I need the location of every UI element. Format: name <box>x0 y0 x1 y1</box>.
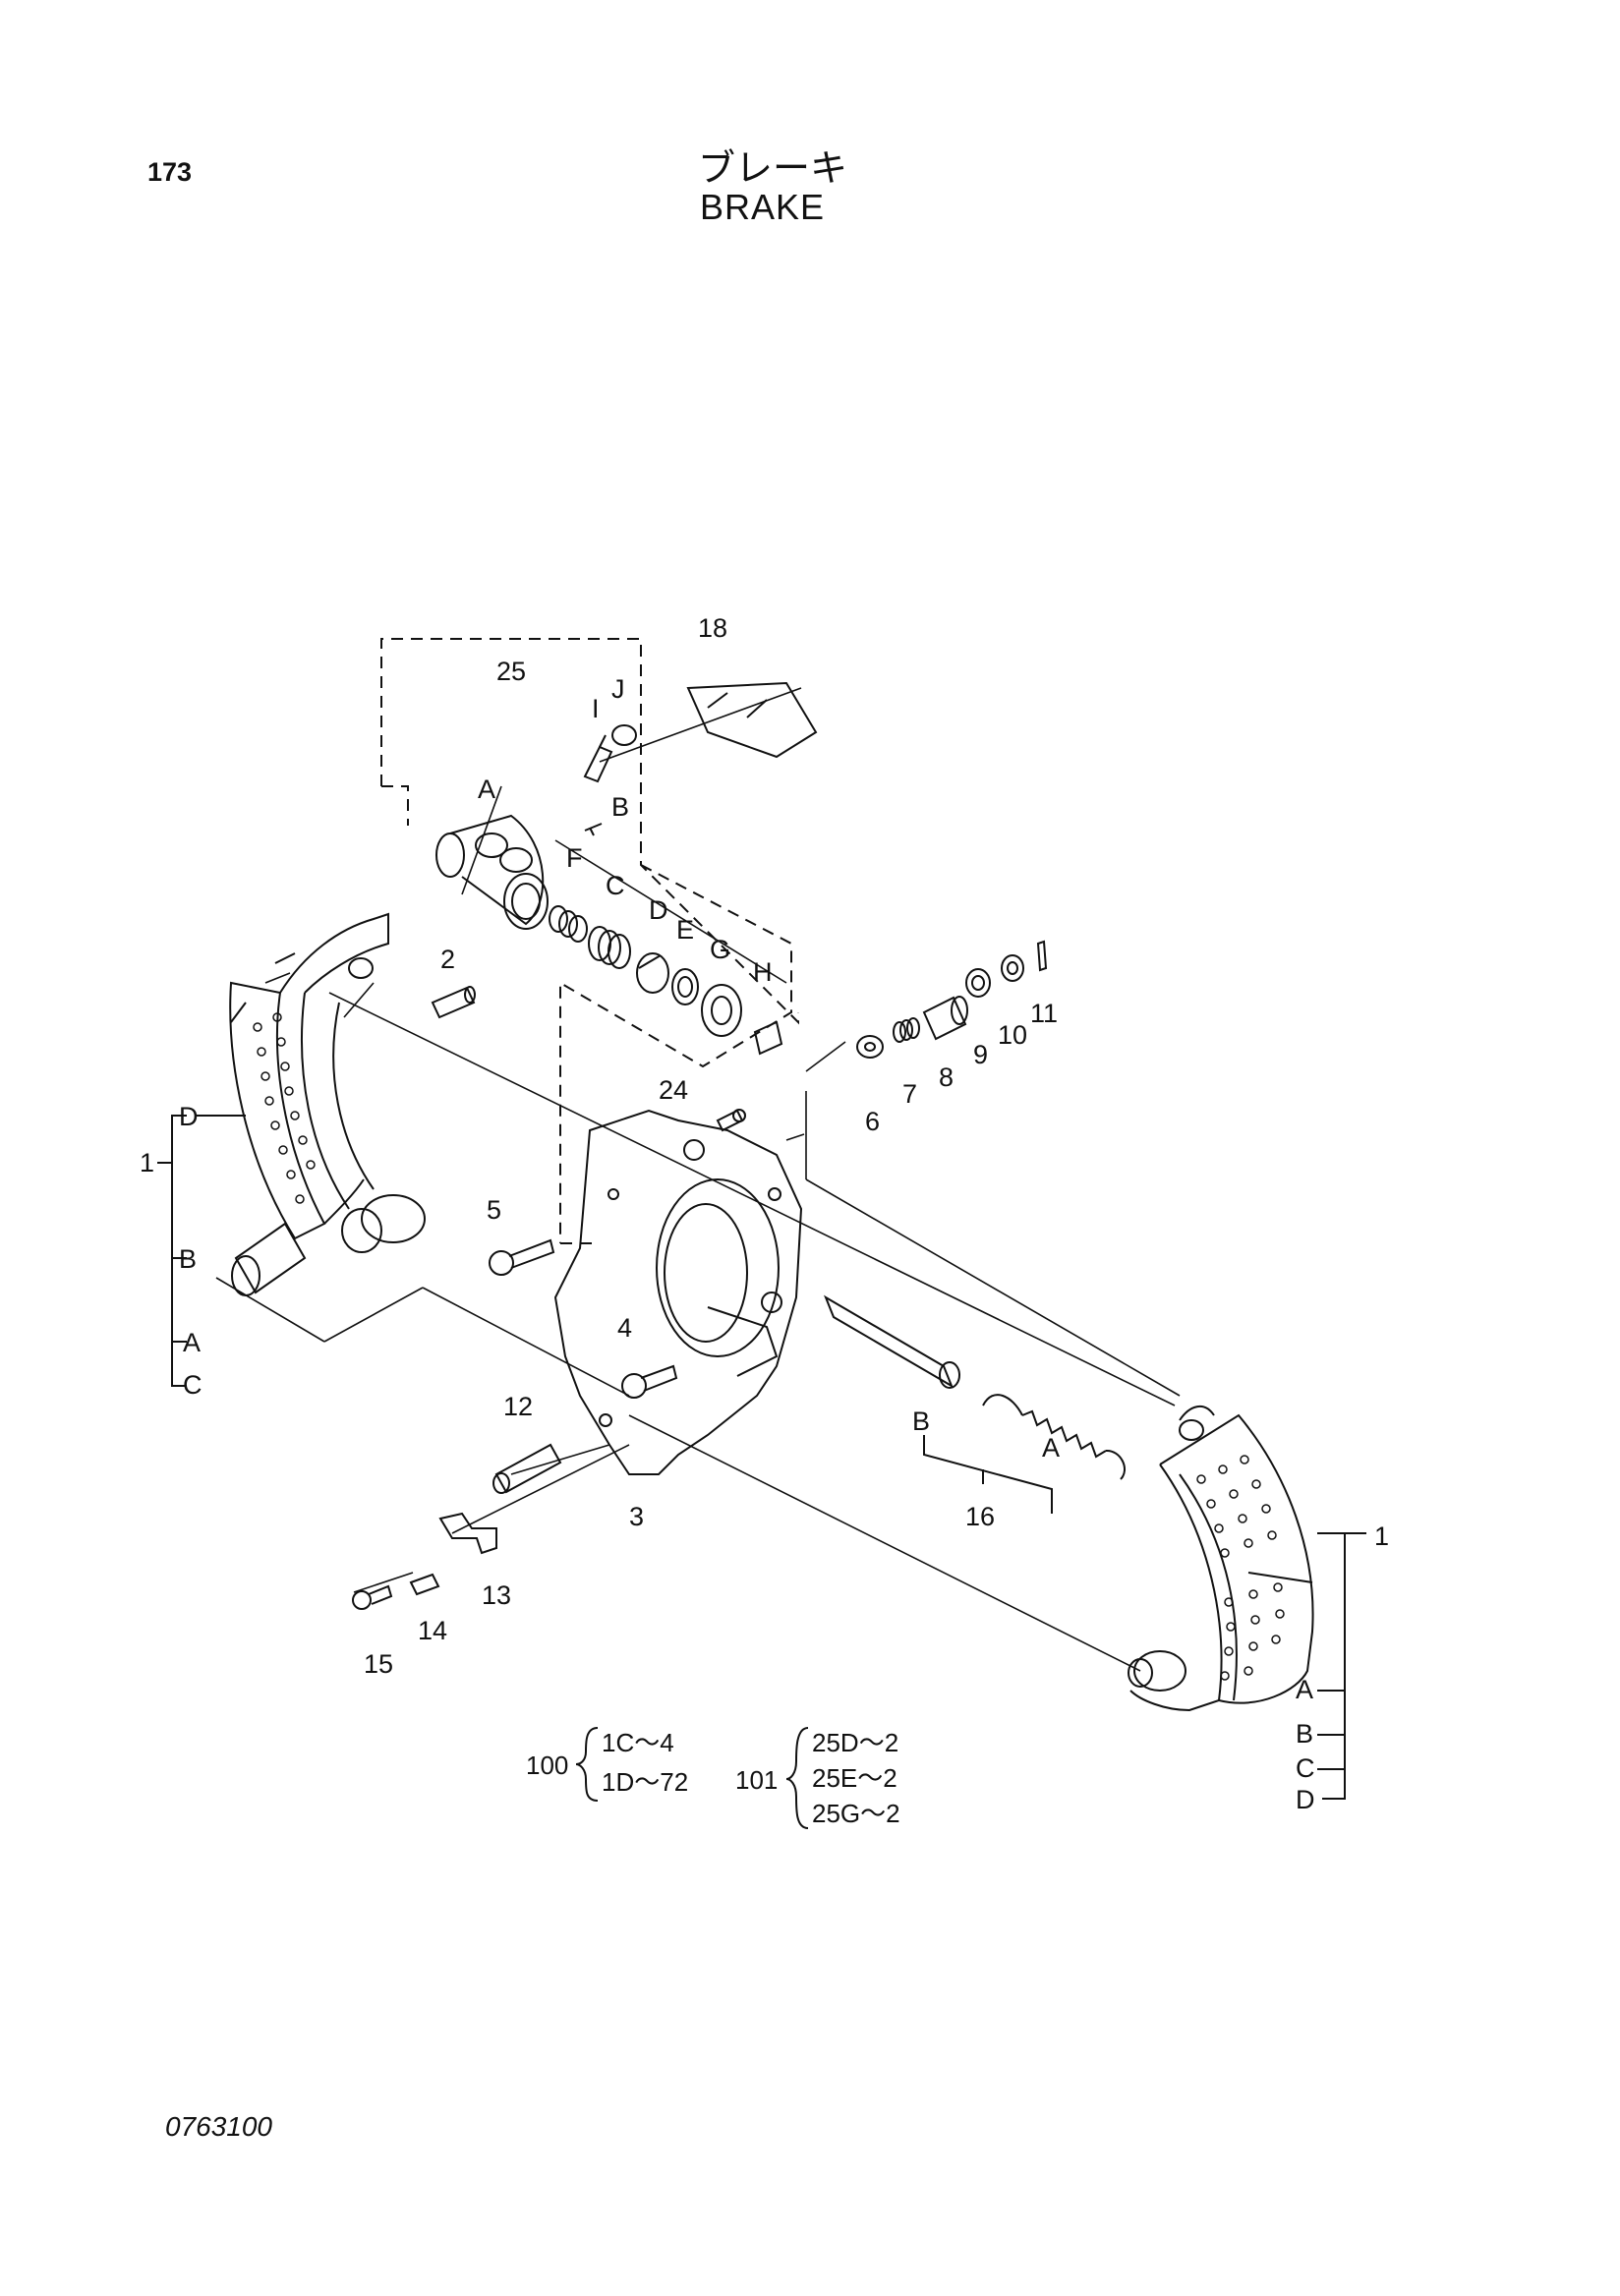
washer-9 <box>965 968 991 998</box>
callout-11: 11 <box>1030 999 1058 1028</box>
letter-A-spring: A <box>1042 1433 1060 1463</box>
washer-6 <box>856 1035 884 1059</box>
callout-5: 5 <box>487 1195 501 1225</box>
title-japanese: ブレーキ <box>698 146 848 190</box>
brake-shoe-right <box>1128 1406 1314 1712</box>
letter-B-screw: B <box>611 792 629 822</box>
callout-18: 18 <box>698 613 727 643</box>
bolt-24 <box>716 1109 746 1132</box>
letter-B-sleeve: B <box>912 1406 930 1436</box>
bolt-5 <box>489 1238 555 1276</box>
set-100-number: 100 <box>526 1751 568 1780</box>
set-101-item-1: 25D～2 <box>812 1728 898 1757</box>
cup-E <box>671 968 699 1005</box>
callout-7: 7 <box>902 1079 917 1109</box>
sleeve-8 <box>922 996 968 1041</box>
spring-F <box>549 905 588 943</box>
bracket-left-C: C <box>183 1370 202 1400</box>
bracket-right-A: A <box>1296 1675 1313 1704</box>
callout-1-right: 1 <box>1374 1521 1389 1551</box>
letter-I: I <box>592 694 600 723</box>
page-number: 173 <box>147 157 193 187</box>
set-100-item-1: 1C～4 <box>602 1728 674 1757</box>
adjuster-sleeve-B-16 <box>823 1294 960 1389</box>
lining-holes-left <box>253 1012 316 1204</box>
bracket-right-C: C <box>1296 1753 1315 1783</box>
leader-lines <box>215 687 1181 1672</box>
shoe-lining-18 <box>686 681 818 759</box>
set-100-item-2: 1D～72 <box>602 1767 688 1797</box>
boot-G <box>701 984 742 1037</box>
callout-16: 16 <box>965 1502 995 1531</box>
bleeder-screw-I <box>583 734 613 783</box>
callout-3: 3 <box>629 1502 644 1531</box>
bracket-1-left <box>157 1115 246 1387</box>
washer-10 <box>1001 954 1024 982</box>
callout-6: 6 <box>865 1107 880 1136</box>
bracket-left-D: D <box>179 1102 199 1131</box>
pin-11 <box>1036 940 1048 972</box>
set-101-item-3: 25G～2 <box>812 1799 900 1828</box>
letter-H: H <box>753 957 773 987</box>
plate-13 <box>438 1512 497 1555</box>
set-101-number: 101 <box>735 1765 778 1795</box>
cap-J <box>611 724 637 746</box>
letter-A-cylinder: A <box>478 775 495 804</box>
letter-E: E <box>676 915 694 945</box>
callout-4: 4 <box>617 1313 632 1343</box>
pin-12 <box>492 1443 562 1494</box>
bracket-left-A: A <box>183 1328 201 1357</box>
callout-15: 15 <box>364 1649 393 1679</box>
callout-2: 2 <box>440 945 455 974</box>
anchor-plate <box>553 1109 803 1475</box>
drawing-number: 0763100 <box>165 2111 273 2142</box>
callout-25: 25 <box>496 657 526 686</box>
letter-G: G <box>710 935 730 964</box>
bracket-left-B: B <box>179 1244 197 1274</box>
piston-D <box>636 952 669 994</box>
bolt-4 <box>621 1364 678 1399</box>
letter-C: C <box>606 871 625 900</box>
rod-H <box>753 1020 783 1056</box>
bracket-16 <box>923 1435 1053 1514</box>
wheel-cylinder <box>435 814 549 930</box>
bracket-right-D: D <box>1296 1785 1315 1814</box>
callout-13: 13 <box>482 1580 511 1610</box>
brake-shoe-left <box>229 912 426 1253</box>
brace-100 <box>575 1727 599 1802</box>
pin-2 <box>431 986 476 1019</box>
title-english: BRAKE <box>700 187 826 227</box>
letter-J: J <box>611 674 625 704</box>
callout-14: 14 <box>418 1616 447 1645</box>
letter-D: D <box>649 895 668 925</box>
spring-C <box>588 926 631 969</box>
bracket-1-right <box>1317 1532 1366 1800</box>
spring-7 <box>893 1017 920 1043</box>
bolt-15 <box>352 1584 393 1610</box>
callout-1-left: 1 <box>140 1148 154 1177</box>
letter-F: F <box>566 843 583 873</box>
bracket-right-B: B <box>1296 1719 1313 1749</box>
set-101-item-2: 25E～2 <box>812 1763 897 1793</box>
bushing-B-left <box>231 1222 307 1296</box>
callout-8: 8 <box>939 1062 954 1092</box>
callout-9: 9 <box>973 1040 988 1069</box>
lining-holes-right <box>1196 1455 1285 1681</box>
callout-24: 24 <box>659 1075 688 1105</box>
screw-B-small <box>584 823 603 836</box>
callout-10: 10 <box>998 1020 1027 1050</box>
callout-12: 12 <box>503 1392 533 1421</box>
brace-101 <box>785 1727 809 1829</box>
return-spring-A-16 <box>982 1394 1126 1480</box>
clip-14 <box>409 1573 440 1596</box>
